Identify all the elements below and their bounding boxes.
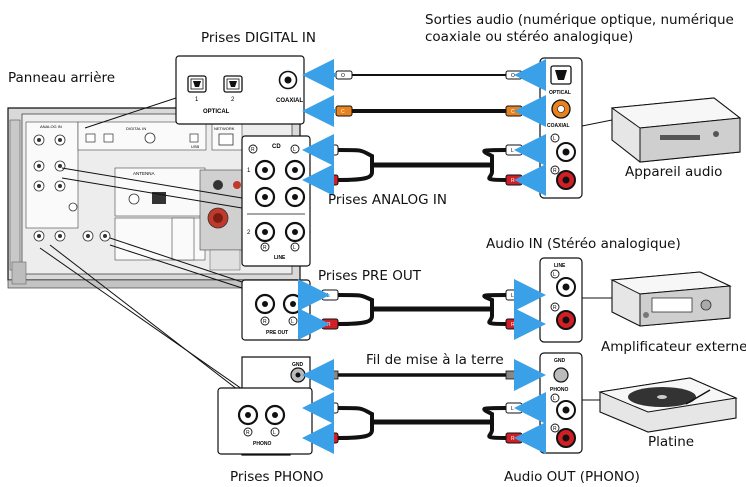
phono-l-mark: L (273, 430, 276, 436)
optical-1-number: 1 (195, 97, 199, 103)
pre-out-plug-r-2: R (511, 322, 515, 328)
coaxial-cable: C C (302, 95, 546, 127)
digital-in-callout: 1 2 OPTICAL COAXIAL (175, 55, 305, 125)
ground-wire (302, 359, 546, 391)
amplificateur-externe-label: Amplificateur externe (601, 339, 746, 355)
turntable-icon (598, 377, 738, 433)
pre-out-stereo-cable: L R L R (298, 279, 546, 340)
line-text: LINE (274, 255, 286, 261)
optical-jack-2 (223, 75, 243, 93)
audio-device-icon (610, 97, 742, 163)
turntable-gnd-text: GND (554, 358, 566, 364)
amp-r-mark: R (553, 305, 557, 311)
pre-out-plug-l-2: L (511, 293, 514, 299)
prises-phono-label: Prises PHONO (230, 469, 324, 485)
callout-leaders (39, 97, 305, 394)
prises-pre-out-label: Prises PRE OUT (318, 268, 421, 284)
turntable-l-mark: L (553, 396, 556, 402)
analog-in-plug-r-2: R (511, 178, 515, 184)
source-coaxial-text: COAXIAL (547, 123, 570, 129)
analog-in-cd-l-mark: L (293, 147, 296, 153)
phono-text: PHONO (253, 441, 271, 447)
analog-in-plug-l: L (327, 148, 330, 154)
source-optical-text: OPTICAL (549, 90, 571, 96)
fil-mise-terre-label: Fil de mise à la terre (366, 352, 504, 368)
pre-out-plug-r: R (327, 322, 331, 328)
optical-plug-left-o: O (341, 73, 345, 79)
device-leaders (581, 119, 613, 401)
pre-out-callout: R L PRE OUT (241, 279, 311, 341)
analog-in-plug-r: R (327, 178, 331, 184)
optical-text: OPTICAL (203, 109, 230, 115)
audio-out-phono-label: Audio OUT (PHONO) (504, 469, 640, 485)
pre-out-text: PRE OUT (266, 330, 288, 336)
panel-analog-in-text: ANALOG IN (40, 124, 62, 129)
source-r-mark: R (553, 168, 557, 174)
analog-in-callout: R CD L 1 2 R L LINE (241, 135, 311, 267)
panel-digital-in-text: DIGITAL IN (126, 126, 146, 131)
platine-label: Platine (648, 434, 695, 450)
phono-plug-r-2: R (511, 436, 515, 442)
pre-out-l-mark: L (291, 319, 294, 325)
prises-analog-in-label: Prises ANALOG IN (328, 192, 447, 208)
source-audio-device-panel: OPTICAL COAXIAL L R (539, 57, 583, 199)
external-amplifier-icon (610, 271, 732, 327)
coaxial-text: COAXIAL (276, 98, 303, 104)
optical-plug-right-o: O (511, 73, 515, 79)
analog-in-stereo-cable: L R L R (302, 134, 546, 196)
analog-in-cd-1: 1 (247, 168, 251, 174)
optical-cable: O O (302, 59, 546, 91)
coax-plug-left-c: C (341, 109, 345, 115)
turntable-r-mark: R (553, 426, 557, 432)
turntable-output-panel: GND PHONO L R (539, 352, 583, 454)
external-amp-input-panel: LINE L R (539, 257, 583, 343)
phono-r-mark: R (246, 430, 250, 436)
analog-in-line-l-mark: L (293, 245, 296, 251)
coax-plug-right-c: C (511, 109, 515, 115)
phono-plug-r: R (327, 436, 331, 442)
sorties-audio-label: Sorties audio (numérique optique, numéri… (425, 12, 734, 45)
amp-line-text: LINE (554, 263, 566, 269)
analog-in-cd-r-mark: R (251, 147, 255, 153)
optical-jack-1 (187, 75, 207, 93)
cd-text: CD (272, 144, 281, 150)
pre-out-plug-l: L (327, 293, 330, 299)
analog-in-plug-l-2: L (511, 148, 514, 154)
panel-usb-text: USB (191, 144, 200, 149)
panel-network-text: NETWORK (214, 126, 235, 131)
phono-gnd-text: GND (292, 362, 304, 368)
phono-stereo-cable: L R L R (302, 392, 546, 454)
pre-out-r-mark: R (263, 319, 267, 325)
audio-in-stereo-label: Audio IN (Stéréo analogique) (486, 236, 681, 252)
source-l-mark: L (553, 136, 556, 142)
amp-l-mark: L (553, 272, 556, 278)
panneau-arriere-label: Panneau arrière (8, 70, 116, 86)
coaxial-jack (278, 70, 298, 90)
phono-plug-l-2: L (511, 406, 514, 412)
turntable-phono-text: PHONO (550, 387, 568, 393)
phono-callout: GND R L PHONO (217, 356, 313, 456)
analog-in-line-r-mark: R (263, 245, 267, 251)
phono-plug-l: L (327, 406, 330, 412)
prises-digital-in-label: Prises DIGITAL IN (201, 30, 317, 46)
optical-2-number: 2 (231, 97, 235, 103)
appareil-audio-label: Appareil audio (625, 164, 723, 180)
analog-in-line-2: 2 (247, 230, 251, 236)
panel-antenna-text: ANTENNA (133, 171, 155, 176)
